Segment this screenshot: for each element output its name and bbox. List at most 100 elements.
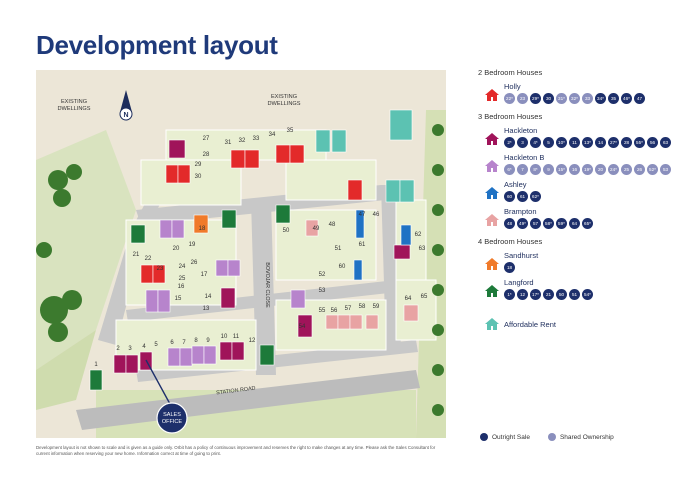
plot-badge: 3 <box>517 137 528 148</box>
plot-number: 27 <box>203 136 210 142</box>
plot-number: 20 <box>173 246 180 252</box>
plot-badge: 11 <box>569 137 580 148</box>
plot-number: 58 <box>359 304 366 310</box>
plot-badge: 26 <box>634 164 645 175</box>
plot-badge: 33 <box>582 93 593 104</box>
plot-badge: 55* <box>634 137 645 148</box>
plot-number: 23 <box>157 266 164 272</box>
plot-badge: 64 <box>569 218 580 229</box>
plot-badge: 46* <box>621 93 632 104</box>
plot-number: 24 <box>179 264 186 270</box>
house-type-name: Holly <box>504 82 521 91</box>
plot-number: 32 <box>239 138 246 144</box>
plot-badge: 62* <box>530 191 541 202</box>
plot-number: 35 <box>287 128 294 134</box>
north-arrow-icon: N <box>119 90 133 121</box>
plot-badge: 10* <box>556 137 567 148</box>
plot-number: 46 <box>373 212 380 218</box>
plot-badge: 32* <box>569 93 580 104</box>
plot-badge: 29* <box>530 93 541 104</box>
plot-badge: 12 <box>517 289 528 300</box>
plot-number: 60 <box>339 264 346 270</box>
plot-badge: 15* <box>556 164 567 175</box>
plot-badge: 54* <box>582 289 593 300</box>
plot-badge: 48 <box>504 218 515 229</box>
plot-number: 11 <box>233 334 240 340</box>
plot-badge: 7 <box>517 164 528 175</box>
outright-sale-dot-icon <box>480 433 488 441</box>
plot-badge: 49* <box>517 218 528 229</box>
plot-badge: 9 <box>543 164 554 175</box>
ownership-key: Outright Sale Shared Ownership <box>480 433 614 441</box>
house-icon <box>485 132 499 145</box>
plot-badge: 6* <box>504 164 515 175</box>
house-type-name: Sandhurst <box>504 251 539 260</box>
plot-number: 15 <box>175 296 182 302</box>
plot-badge: 34* <box>595 93 606 104</box>
plot-badge: 30 <box>543 93 554 104</box>
plot-badge: 51 <box>569 289 580 300</box>
open-space <box>36 330 96 410</box>
plot-number: 21 <box>133 252 140 258</box>
plot-badge: 57 <box>530 218 541 229</box>
plot-number: 57 <box>345 306 352 312</box>
plot-number: 13 <box>203 306 210 312</box>
house-icon <box>485 186 499 199</box>
plot-number: 28 <box>203 152 210 158</box>
plot-number: 63 <box>419 246 426 252</box>
shared-ownership-dot-icon <box>547 433 556 441</box>
plot-number: 6 <box>170 340 174 346</box>
plot-number: 47 <box>359 212 366 218</box>
plot-badge: 61 <box>517 191 528 202</box>
trees <box>36 124 444 416</box>
plot-badge: 17* <box>530 289 541 300</box>
plot-number: 29 <box>195 162 202 168</box>
plot-badge: 5 <box>543 137 554 148</box>
plot-number: 3 <box>128 346 132 352</box>
site-plan-svg: N EXISTING DWELLINGS EXISTING DWELLINGS … <box>36 90 446 438</box>
plot-badge: 56 <box>647 137 658 148</box>
plot-badge: 47 <box>634 93 645 104</box>
page-title: Development layout <box>36 30 278 60</box>
house-type-name: Langford <box>504 278 534 287</box>
affordable-rent-label: Affordable Rent <box>504 320 556 329</box>
legend-affordable-rent[interactable]: Affordable Rent <box>478 318 678 330</box>
plot-badge: 16 <box>569 164 580 175</box>
plot-number: 9 <box>206 338 210 344</box>
shared-ownership-label: Shared Ownership <box>559 433 614 441</box>
plot-number: 2 <box>116 346 120 352</box>
plot-number: 5 <box>154 342 158 348</box>
plot-number: 61 <box>359 242 366 248</box>
existing-dwellings-top-2: DWELLINGS <box>268 101 301 107</box>
house-icon <box>485 318 499 330</box>
house-type-name: Ashley <box>504 180 527 189</box>
plot-badge: 20 <box>595 164 606 175</box>
sales-office[interactable]: SALES OFFICE <box>145 359 188 434</box>
plot-badge: 21 <box>543 289 554 300</box>
sales-office-label-1: SALES <box>163 412 181 418</box>
legend-group-title: 3 Bedroom Houses <box>478 112 543 121</box>
plot-badge: 27* <box>608 137 619 148</box>
disclaimer: Development layout is not shown to scale… <box>36 445 436 456</box>
plot-badge: 58* <box>543 218 554 229</box>
house-type-name: Brampton <box>504 207 537 216</box>
plot-number: 52 <box>319 272 326 278</box>
plot-badge: 31* <box>556 93 567 104</box>
plot-number: 22 <box>145 256 152 262</box>
station-road-label: STATION ROAD <box>216 386 256 397</box>
site-plan[interactable]: N EXISTING DWELLINGS EXISTING DWELLINGS … <box>36 70 446 438</box>
existing-dwellings-left-2: DWELLINGS <box>58 106 91 112</box>
plot-badge: 22* <box>504 93 515 104</box>
